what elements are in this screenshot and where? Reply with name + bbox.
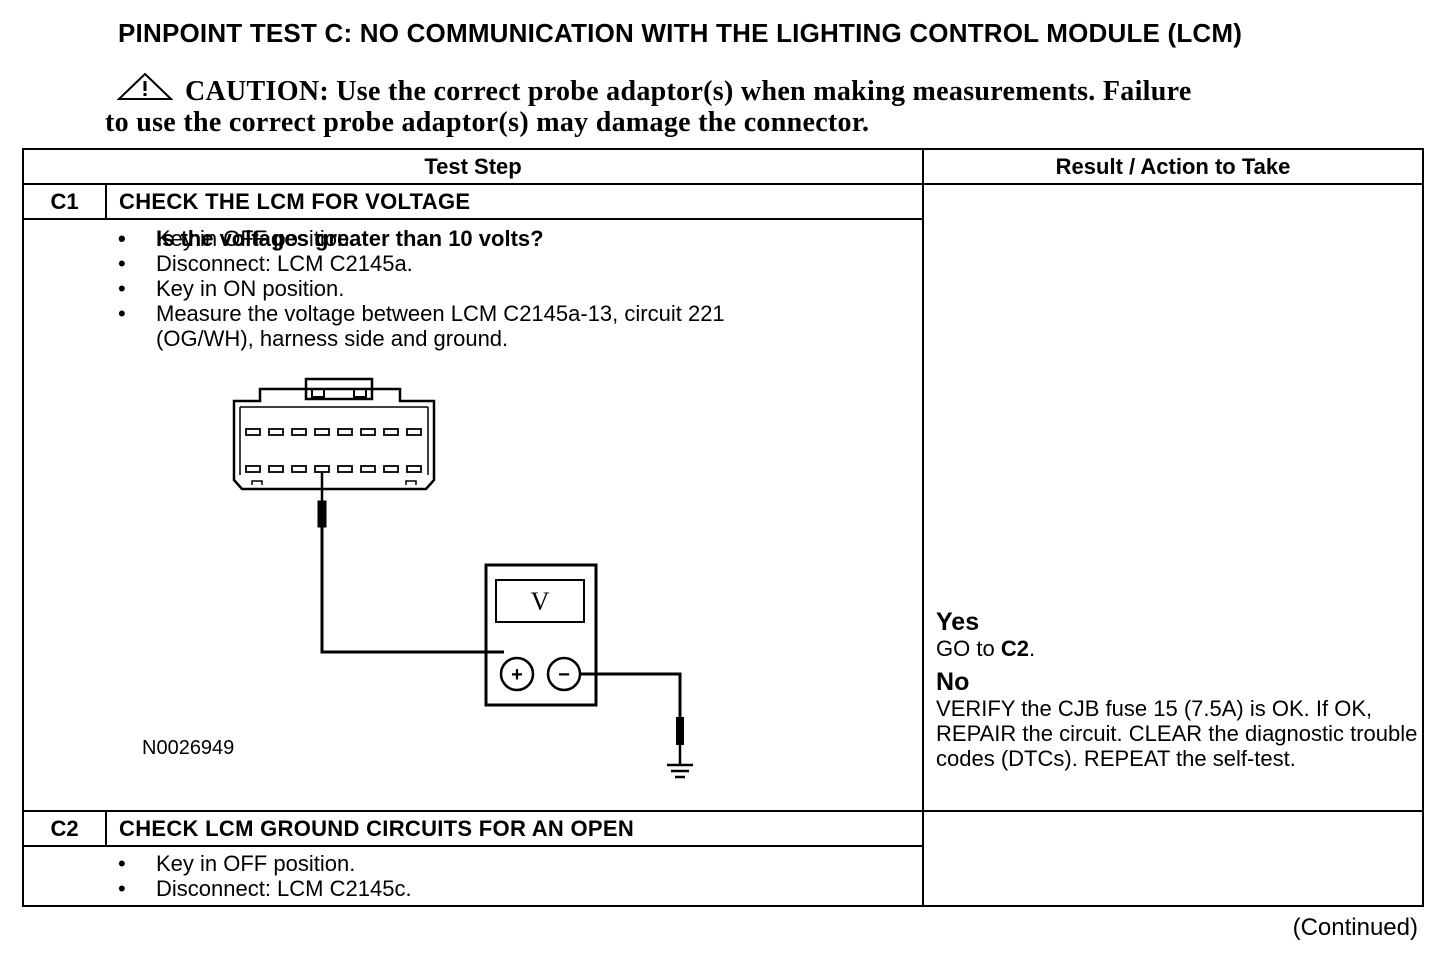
header-test-step: Test Step [21,148,925,185]
step-id-c1: C1 [22,183,107,220]
c2-instructions: Key in OFF position. Disconnect: LCM C21… [108,851,412,901]
no-label: No [936,668,970,696]
figure-id: N0026949 [142,737,235,759]
step-body-c2: Key in OFF position. Disconnect: LCM C21… [21,845,925,907]
go-to-c2-link[interactable]: C2 [1000,636,1029,661]
list-item: Key in ON position. [108,276,828,301]
minus-terminal: − [558,664,570,686]
list-item: Key in OFF position. [108,851,412,876]
ground-probe-lead [580,672,682,707]
pinpoint-test-table: Test Step Result / Action to Take C1 CHE… [21,148,1425,907]
step-title-c2: CHECK LCM GROUND CIRCUITS FOR AN OPEN [104,810,925,847]
connector-pins [245,428,422,485]
yes-label: Yes [936,608,980,636]
caution-note: CAUTION: Use the correct probe adaptor(s… [105,76,1335,138]
header-result-action: Result / Action to Take [922,148,1425,185]
yes-action: GO to C2. [936,636,1036,661]
result-cell-c2 [922,810,1425,907]
caution-line-1: CAUTION: Use the correct probe adaptor(s… [185,76,1192,107]
continued-label: (Continued) [1292,914,1418,941]
plus-terminal: + [511,664,523,686]
page-title: PINPOINT TEST C: NO COMMUNICATION WITH T… [118,18,1243,48]
meter-display-v: V [531,587,550,616]
voltmeter-illustration: V + − [484,563,598,707]
positive-probe-lead [317,473,504,654]
connector-c2145a-illustration [232,377,436,491]
list-item: Measure the voltage between LCM C2145a-1… [108,301,828,351]
warning-triangle-icon [117,72,173,100]
step-id-c2: C2 [22,810,107,847]
caution-line-2: to use the correct probe adaptor(s) may … [105,107,870,138]
list-item: Is the voltages greater than 10 volts? [108,226,828,251]
ground-symbol-icon [667,707,693,779]
step-title-c1: CHECK THE LCM FOR VOLTAGE [104,183,925,220]
voltage-measurement-diagram: V + − [232,377,682,707]
list-item: Disconnect: LCM C2145a. [108,251,828,276]
result-cell-c1: Yes GO to C2. No VERIFY the CJB fuse 15 … [922,183,1425,812]
no-action: VERIFY the CJB fuse 15 (7.5A) is OK. If … [936,696,1418,771]
result-c1: Yes GO to C2. No VERIFY the CJB fuse 15 … [936,608,1418,772]
list-item: Disconnect: LCM C2145c. [108,876,412,901]
step-body-c1: Key in OFF position. Disconnect: LCM C21… [21,218,925,812]
c1-question: Is the voltages greater than 10 volts? [108,226,828,251]
